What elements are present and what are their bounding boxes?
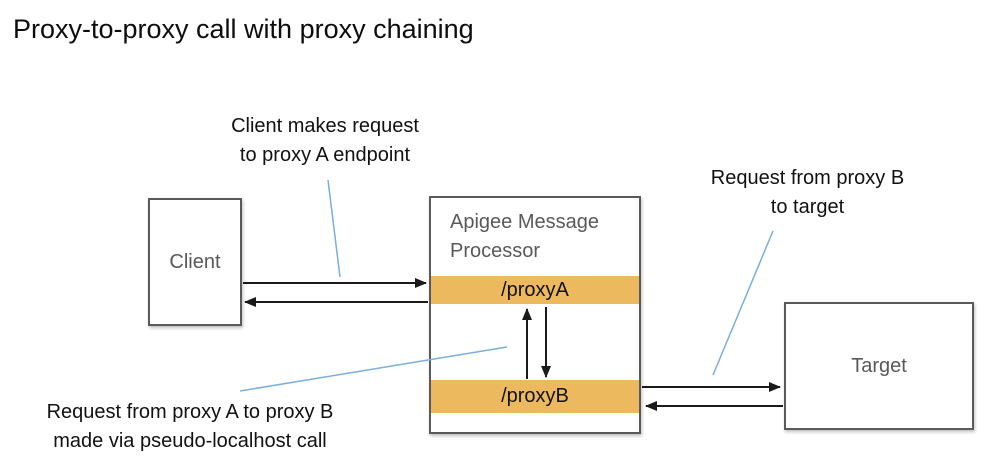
annotation-client-request-line2: to proxy A endpoint	[239, 144, 411, 166]
message-processor-box: Apigee Message Processor /proxyA /proxyB	[429, 196, 641, 434]
annotation-client-request-line1: Client makes request	[231, 115, 419, 137]
pointer-line-proxyb-to-target	[712, 230, 774, 376]
page-title: Proxy-to-proxy call with proxy chaining	[13, 14, 474, 44]
proxy-b-label: /proxyB	[501, 385, 569, 407]
proxy-a-band: /proxyA	[431, 276, 639, 304]
annotation-proxya-to-proxyb-line2: made via pseudo-localhost call	[53, 430, 327, 452]
message-processor-label: Apigee Message Processor	[450, 211, 599, 262]
annotation-proxyb-to-target: Request from proxy B to target	[665, 164, 950, 222]
annotation-proxya-to-proxyb: Request from proxy A to proxy B made via…	[15, 398, 365, 456]
target-box: Target	[784, 302, 974, 430]
annotation-proxya-to-proxyb-line1: Request from proxy A to proxy B	[46, 401, 334, 423]
proxy-a-label: /proxyA	[501, 278, 569, 301]
client-box: Client	[148, 198, 242, 326]
target-label: Target	[851, 354, 907, 377]
proxy-b-band: /proxyB	[431, 380, 639, 413]
annotation-proxyb-to-target-line1: Request from proxy B	[710, 167, 905, 189]
pointer-line-client-request	[327, 179, 341, 278]
annotation-proxyb-to-target-line2: to target	[770, 196, 845, 218]
annotation-client-request: Client makes request to proxy A endpoint	[180, 112, 470, 170]
client-label: Client	[169, 250, 221, 273]
